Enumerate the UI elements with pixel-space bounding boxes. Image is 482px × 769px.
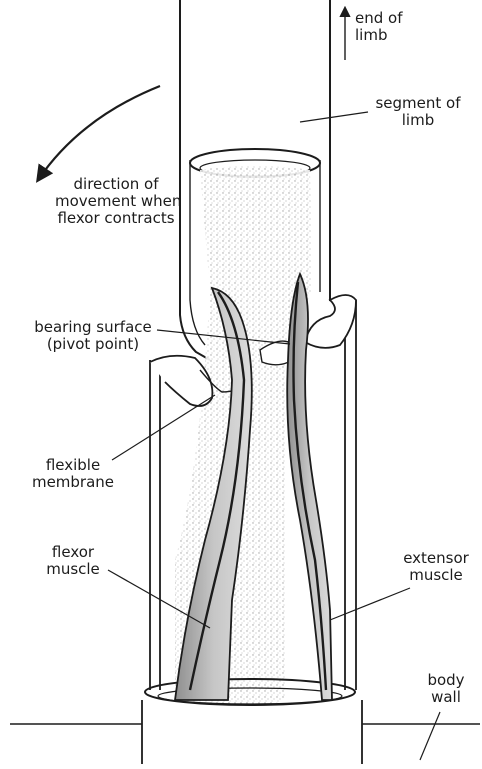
end-of-limb-line-1: end of bbox=[355, 10, 402, 27]
bearing-surface-line-1: bearing surface bbox=[27, 319, 159, 336]
flexible-membrane-line-2: membrane bbox=[30, 474, 116, 491]
flexor-muscle-line-1: flexor bbox=[38, 544, 108, 561]
flexible-membrane-label: flexible membrane bbox=[30, 457, 116, 491]
end-of-limb-label: end of limb bbox=[355, 10, 402, 44]
extensor-muscle-line-2: muscle bbox=[396, 567, 476, 584]
extensor-muscle-label: extensor muscle bbox=[396, 550, 476, 584]
lower-segment-right-wall bbox=[345, 300, 356, 690]
bearing-surface-line-2: (pivot point) bbox=[27, 336, 159, 353]
extensor-muscle-line-1: extensor bbox=[396, 550, 476, 567]
end-of-limb-line-2: limb bbox=[355, 27, 402, 44]
segment-of-limb-line-1: segment of bbox=[368, 95, 468, 112]
direction-line-1: direction of bbox=[55, 176, 177, 193]
lower-segment-left-wall bbox=[150, 360, 160, 690]
direction-line-2: movement when bbox=[55, 193, 177, 210]
body-wall-label: body wall bbox=[418, 672, 474, 706]
flexible-membrane-line-1: flexible bbox=[30, 457, 116, 474]
flexor-muscle-line-2: muscle bbox=[38, 561, 108, 578]
flexor-muscle-label: flexor muscle bbox=[38, 544, 108, 578]
segment-of-limb-label: segment of limb bbox=[368, 95, 468, 129]
movement-direction-arrow bbox=[38, 86, 160, 180]
direction-line-3: flexor contracts bbox=[55, 210, 177, 227]
body-wall-line-2: wall bbox=[418, 689, 474, 706]
segment-of-limb-line-2: limb bbox=[368, 112, 468, 129]
body-wall-line-1: body bbox=[418, 672, 474, 689]
bearing-surface-label: bearing surface (pivot point) bbox=[27, 319, 159, 353]
direction-label: direction of movement when flexor contra… bbox=[55, 176, 177, 227]
